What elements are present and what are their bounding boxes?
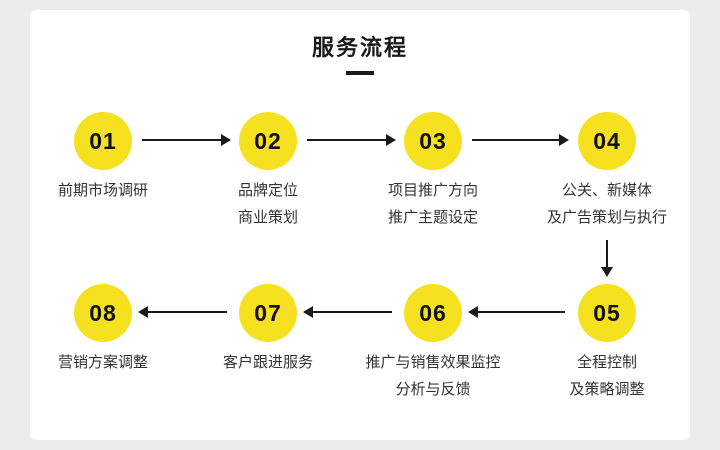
- step-label-line: 商业策划: [237, 209, 298, 226]
- step-label-line: 公关、新媒体: [561, 182, 652, 199]
- step-label-03: 项目推广方向 推广主题设定: [323, 177, 543, 231]
- step-circle-05: 05: [578, 284, 636, 342]
- arrow-left-icon-07-08: [138, 306, 227, 318]
- step-label-line: 客户跟进服务: [222, 354, 313, 371]
- step-circle-08: 08: [74, 284, 132, 342]
- step-label-line: 及策略调整: [569, 381, 645, 398]
- step-label-line: 全程控制: [576, 354, 637, 371]
- step-label-line: 营销方案调整: [57, 354, 148, 371]
- page-title: 服务流程: [311, 35, 408, 60]
- step-label-05: 全程控制 及策略调整: [497, 349, 717, 403]
- step-label-line: 项目推广方向: [387, 182, 478, 199]
- arrow-down-icon-04-05: [601, 240, 613, 277]
- step-label-line: 及广告策划与执行: [546, 209, 667, 226]
- step-circle-02: 02: [239, 112, 297, 170]
- step-circle-04: 04: [578, 112, 636, 170]
- step-label-06: 推广与销售效果监控 分析与反馈: [323, 349, 543, 403]
- step-label-04: 公关、新媒体 及广告策划与执行: [497, 177, 717, 231]
- arrow-right-icon-02-03: [307, 134, 396, 146]
- step-label-02: 品牌定位 商业策划: [158, 177, 378, 231]
- arrow-left-icon-05-06: [468, 306, 565, 318]
- arrow-left-icon-06-07: [303, 306, 392, 318]
- step-label-07: 客户跟进服务: [158, 349, 378, 376]
- flowchart-card: [30, 10, 690, 440]
- step-label-line: 分析与反馈: [395, 381, 471, 398]
- step-label-08: 营销方案调整: [0, 349, 213, 376]
- step-circle-03: 03: [404, 112, 462, 170]
- step-label-line: 前期市场调研: [57, 182, 148, 199]
- step-circle-01: 01: [74, 112, 132, 170]
- title-underline: [346, 71, 374, 75]
- step-circle-07: 07: [239, 284, 297, 342]
- step-label-line: 品牌定位: [237, 182, 298, 199]
- step-label-01: 前期市场调研: [0, 177, 213, 204]
- step-label-line: 推广主题设定: [387, 209, 478, 226]
- arrow-right-icon-03-04: [472, 134, 569, 146]
- step-circle-06: 06: [404, 284, 462, 342]
- step-label-line: 推广与销售效果监控: [365, 354, 501, 371]
- arrow-right-icon-01-02: [142, 134, 231, 146]
